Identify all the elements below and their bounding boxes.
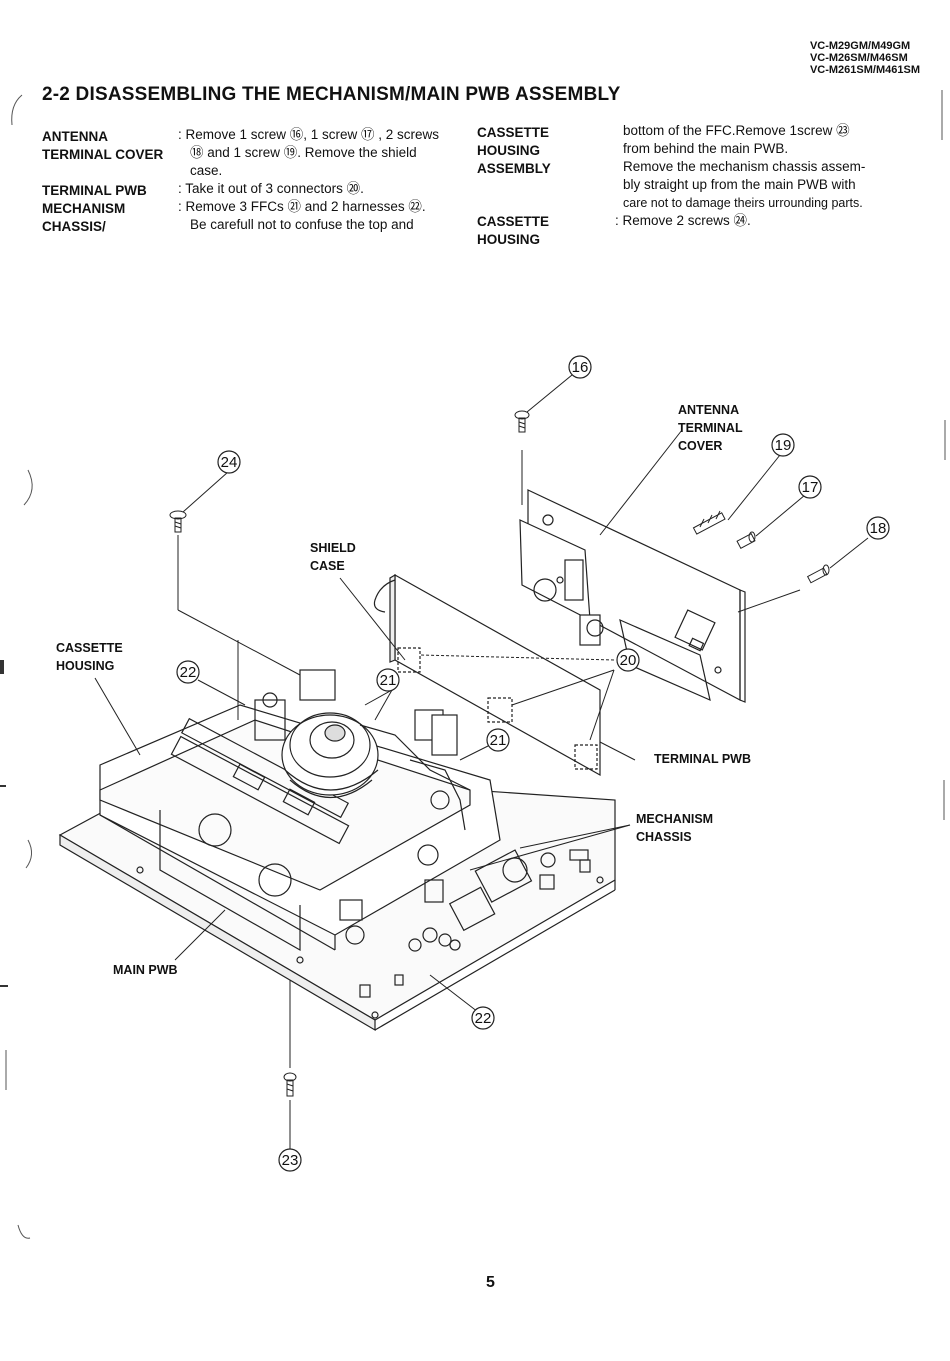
callout-21: 21 [380, 672, 397, 689]
callout-24: 24 [221, 454, 238, 471]
term-line: CASSETTE [477, 214, 550, 229]
desc-cassette-housing: : Remove 2 screws ㉔. [615, 213, 751, 228]
callout-18: 18 [870, 520, 887, 537]
term-mechanism: MECHANISM CHASSIS/ [42, 200, 125, 236]
term-line: HOUSING [477, 232, 541, 247]
desc-line: Be carefull not to confuse the top and [190, 217, 414, 232]
label-antenna-3: COVER [678, 439, 722, 453]
term-line: CHASSIS/ [42, 219, 106, 234]
label-cassette-1: CASSETTE [56, 641, 123, 655]
terminal-pwb-board [373, 573, 601, 777]
desc-line: case. [190, 163, 223, 178]
term-antenna: ANTENNA TERMINAL COVER [42, 128, 163, 164]
screw-16 [514, 410, 530, 433]
screw-24 [169, 510, 187, 533]
label-cassette-2: HOUSING [56, 659, 114, 673]
label-mechanism-2: CHASSIS [636, 830, 692, 844]
model-line: VC-M261SM/M461SM [809, 64, 920, 76]
desc-antenna: : Remove 1 screw ⑯, 1 screw ⑰ , 2 screws… [178, 126, 458, 180]
desc-line: : Remove 3 FFCs ㉑ and 2 harnesses ㉒. [178, 199, 426, 214]
callout-22: 22 [475, 1010, 492, 1027]
callout-23: 23 [282, 1152, 299, 1169]
desc-mechanism: : Remove 3 FFCs ㉑ and 2 harnesses ㉒. Be … [178, 198, 426, 234]
model-line: VC-M29GM/M49GM [809, 40, 911, 52]
label-mechanism-1: MECHANISM [636, 812, 713, 826]
screw-18 [806, 564, 830, 584]
screw-17 [736, 531, 756, 549]
desc-terminal-pwb: : Take it out of 3 connectors ⑳. [178, 181, 364, 196]
desc-line: ⑱ and 1 screw ⑲. Remove the shield [190, 145, 417, 160]
callout-19: 19 [775, 437, 792, 454]
term-line: ASSEMBLY [477, 161, 551, 176]
callout-16: 16 [572, 359, 589, 376]
callout-20: 20 [620, 652, 637, 669]
callout-21: 21 [490, 732, 507, 749]
mechanism-chassis [99, 669, 501, 952]
label-main-pwb: MAIN PWB [113, 963, 178, 977]
callout-circles [176, 355, 890, 1172]
label-antenna-1: ANTENNA [678, 403, 739, 417]
term-line: HOUSING [477, 143, 541, 158]
page-number: 5 [486, 1274, 495, 1291]
desc-line: bottom of the FFC.Remove 1screw ㉓ [623, 123, 850, 138]
desc-line: Remove the mechanism chassis assem- [623, 159, 866, 174]
callout-17: 17 [802, 479, 819, 496]
desc-line: : Remove 1 screw ⑯, 1 screw ⑰ , 2 screws [178, 127, 440, 142]
term-line: MECHANISM [42, 201, 126, 216]
leader-lines [94, 374, 869, 1150]
term-line: ANTENNA [42, 129, 108, 144]
section-title: 2-2 DISASSEMBLING THE MECHANISM/MAIN PWB… [42, 84, 621, 105]
desc-line: bly straight up from the main PWB with [623, 177, 856, 192]
term-cassette-housing: CASSETTE HOUSING [477, 213, 549, 249]
antenna-terminal-cover [519, 489, 746, 703]
screw-19 [692, 510, 726, 535]
desc-line: from behind the main PWB. [623, 141, 789, 156]
term-cassette-assembly: CASSETTE HOUSING ASSEMBLY [477, 124, 551, 178]
callout-22: 22 [180, 664, 197, 681]
exploded-diagram: 24 16 19 17 18 20 21 21 22 22 23 ANTENNA… [56, 355, 890, 1172]
desc-cassette-assembly: bottom of the FFC.Remove 1screw ㉓ from b… [623, 122, 865, 212]
model-numbers: VC-M29GM/M49GM VC-M26SM/M46SM VC-M261SM/… [810, 40, 920, 76]
label-shield-2: CASE [310, 559, 345, 573]
label-shield-1: SHIELD [310, 541, 356, 555]
screw-23 [283, 1072, 297, 1097]
label-terminal-pwb: TERMINAL PWB [654, 752, 751, 766]
term-terminal-pwb: TERMINAL PWB [42, 183, 147, 198]
term-line: TERMINAL COVER [42, 147, 164, 162]
desc-line: care not to damage theirs urrounding par… [623, 196, 863, 210]
term-line: CASSETTE [477, 125, 550, 140]
label-antenna-2: TERMINAL [678, 421, 743, 435]
model-line: VC-M26SM/M46SM [809, 52, 908, 64]
